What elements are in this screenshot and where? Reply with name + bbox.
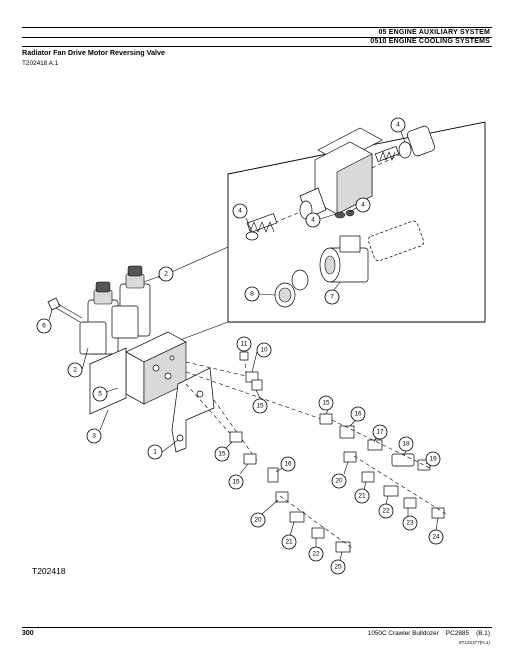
footer-catalog: PC2885 [445, 630, 470, 637]
footer-revision: (B.1) [476, 630, 490, 637]
footer-publication-title: 1050C Crawler Bulldozer [367, 630, 439, 637]
svg-text:11: 11 [241, 341, 248, 348]
callout-20-lower: 20 [250, 499, 279, 528]
callout-2-lower: 2 [67, 347, 89, 378]
svg-text:15: 15 [232, 479, 240, 486]
svg-text:21: 21 [358, 493, 366, 500]
callout-4-left: 4 [232, 203, 253, 233]
callout-15-d: 15 [228, 463, 249, 490]
callout-24: 24 [428, 517, 444, 545]
svg-text:20: 20 [254, 517, 262, 524]
svg-text:22: 22 [382, 508, 390, 515]
solenoid-valve-assembly [79, 265, 151, 355]
svg-text:7: 7 [330, 294, 334, 301]
svg-text:4: 4 [238, 208, 242, 215]
callout-1: 1 [147, 439, 179, 460]
header-rule-bottom [22, 46, 492, 47]
callout-4-top: 4 [390, 117, 406, 143]
svg-text:19: 19 [429, 456, 437, 463]
detail-inset-frame [227, 121, 486, 323]
callout-22-upper: 22 [378, 495, 394, 519]
svg-text:2: 2 [73, 367, 77, 374]
callout-15-a: 15 [252, 389, 268, 414]
header-rule-top [22, 27, 492, 28]
callout-5: 5 [92, 386, 119, 402]
callout-4-middle: 4 [305, 212, 337, 228]
callout-18: 18 [398, 436, 414, 457]
hydraulic-fittings [229, 351, 447, 553]
page-title: Radiator Fan Drive Motor Reversing Valve [22, 48, 165, 57]
header-group: 0510 ENGINE COOLING SYSTEMS [370, 38, 490, 45]
svg-text:22: 22 [312, 551, 320, 558]
callout-21-upper: 21 [354, 481, 370, 504]
svg-text:6: 6 [42, 323, 46, 330]
callout-4-right: 4 [349, 197, 371, 213]
svg-text:15: 15 [322, 400, 330, 407]
gasket-plate [89, 347, 127, 415]
svg-text:10: 10 [260, 347, 268, 354]
svg-text:8: 8 [250, 291, 254, 298]
callout-22-lower: 22 [308, 538, 324, 562]
callout-7: 7 [324, 281, 341, 305]
callout-16-lower: 16 [275, 456, 296, 473]
callout-23: 23 [402, 508, 418, 531]
callout-8: 8 [244, 286, 276, 302]
callout-21-lower: 21 [281, 521, 297, 550]
svg-text:2: 2 [164, 271, 168, 278]
svg-text:17: 17 [376, 429, 384, 436]
svg-text:18: 18 [402, 441, 410, 448]
footer-rule [22, 627, 492, 628]
callout-16-upper: 16 [349, 406, 366, 427]
valve-body-exploded [245, 125, 436, 241]
header-section: 05 ENGINE AUXILIARY SYSTEM [378, 29, 490, 36]
svg-text:21: 21 [285, 539, 293, 546]
page-number: 300 [22, 630, 34, 637]
callout-17: 17 [372, 424, 388, 443]
svg-text:25: 25 [334, 564, 342, 571]
callout-10: 10 [251, 342, 272, 373]
solenoid-coil-detail [274, 209, 425, 308]
svg-text:4: 4 [396, 122, 400, 129]
svg-text:15: 15 [256, 403, 264, 410]
svg-text:3: 3 [92, 433, 96, 440]
callout-15-c: 15 [214, 441, 233, 462]
svg-text:4: 4 [361, 202, 365, 209]
svg-text:4: 4 [311, 217, 315, 224]
callout-3: 3 [86, 409, 109, 444]
svg-text:15: 15 [218, 451, 226, 458]
callout-20-upper: 20 [331, 461, 349, 489]
callout-2-upper: 2 [143, 266, 174, 283]
svg-text:16: 16 [354, 411, 362, 418]
figure-label: T202418 [32, 566, 66, 576]
footer-publication: 1050C Crawler Bulldozer PC2885 (B.1) [368, 630, 490, 637]
callout-11: 11 [236, 336, 252, 352]
callout-15-b: 15 [318, 395, 334, 415]
svg-text:1: 1 [153, 449, 157, 456]
callout-6: 6 [36, 309, 53, 334]
footer-code: ST122377(H.1) [458, 640, 490, 645]
cap-screw [47, 297, 83, 323]
callout-19: 19 [425, 451, 441, 467]
mounting-bracket [171, 367, 215, 453]
svg-text:24: 24 [432, 534, 440, 541]
figure-id-top: T202418 A.1 [22, 60, 59, 67]
svg-text:5: 5 [98, 391, 102, 398]
svg-text:20: 20 [335, 478, 343, 485]
header-rule-middle [22, 37, 492, 38]
callout-25: 25 [330, 551, 346, 575]
svg-text:23: 23 [406, 520, 414, 527]
svg-text:16: 16 [284, 461, 292, 468]
